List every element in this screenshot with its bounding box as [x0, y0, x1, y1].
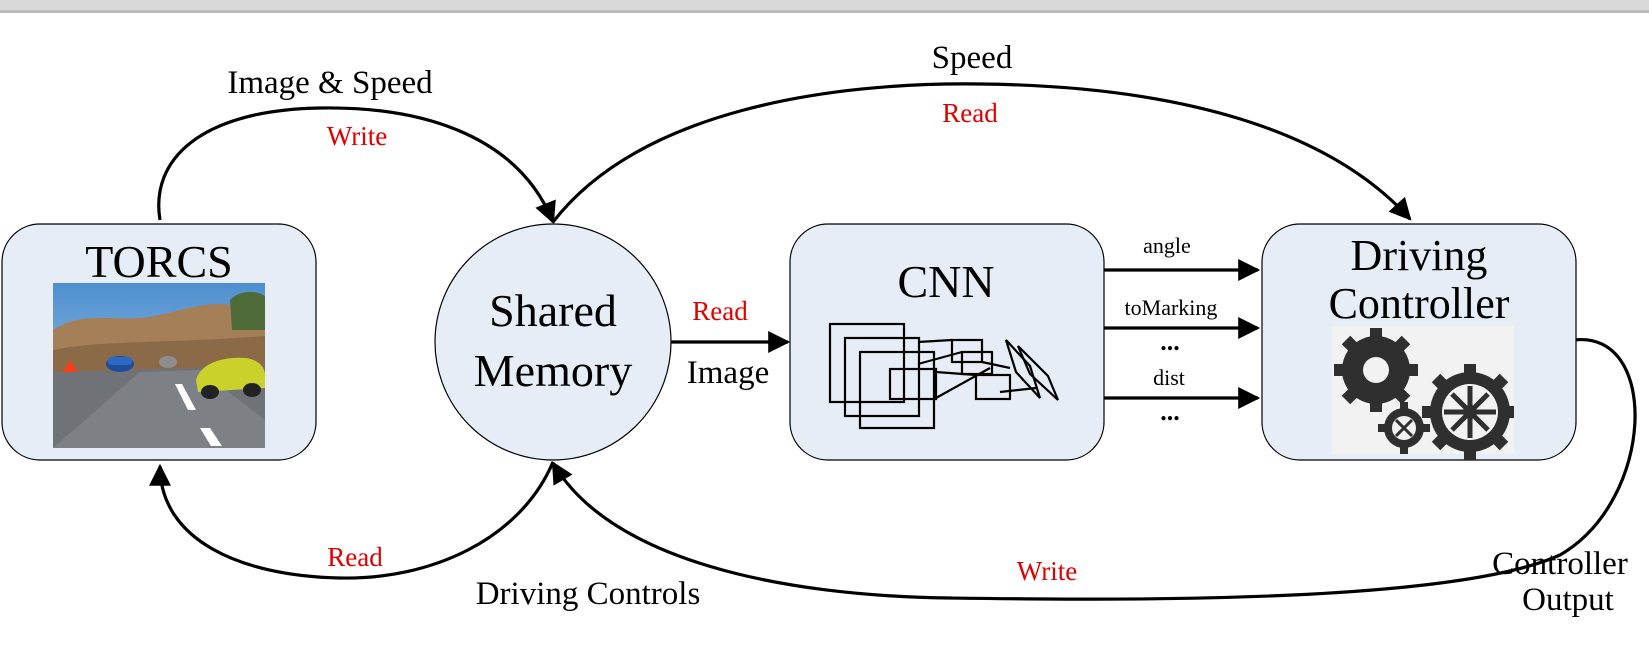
action-write-top: Write [327, 121, 387, 151]
label-angle: angle [1143, 233, 1191, 258]
top-bar-shadow [0, 10, 1649, 13]
shared-memory-circle [434, 223, 672, 461]
shared-memory-title-line1: Shared [489, 285, 617, 336]
driving-controller-title-line1: Driving [1351, 231, 1488, 280]
node-shared-memory: Shared Memory [434, 223, 672, 461]
action-read-image: Read [692, 296, 748, 326]
shared-memory-title-line2: Memory [474, 345, 632, 396]
action-write-output: Write [1017, 556, 1077, 586]
label-dist: dist [1153, 365, 1185, 390]
action-read-controls: Read [327, 542, 383, 572]
edge-controller-to-memory [551, 338, 1637, 601]
node-cnn: CNN [789, 223, 1105, 461]
cnn-layers-sketch-icon [828, 322, 1060, 430]
label-tomarking: toMarking [1125, 295, 1218, 320]
label-driving-controls: Driving Controls [476, 576, 701, 612]
node-torcs: TORCS [1, 223, 317, 461]
label-speed: Speed [932, 40, 1013, 76]
label-image-speed: Image & Speed [227, 65, 433, 101]
top-bar [0, 0, 1649, 10]
racing-game-screenshot-icon [53, 283, 265, 448]
gears-sketch-icon [1332, 326, 1514, 460]
torcs-title: TORCS [85, 236, 232, 287]
driving-controller-title-line2: Controller [1329, 279, 1510, 328]
cnn-title: CNN [897, 256, 994, 307]
edge-torcs-to-memory [157, 106, 556, 225]
label-controller-output-line1: Controller [1492, 546, 1628, 582]
label-controller-output-line2: Output [1522, 582, 1614, 618]
label-ellipsis-2: ... [1160, 397, 1180, 426]
node-driving-controller: Driving Controller [1261, 223, 1577, 461]
edge-memory-to-controller-speed [551, 82, 1412, 223]
label-ellipsis-1: ... [1160, 327, 1180, 356]
label-image: Image [687, 355, 769, 391]
edge-memory-to-torcs [149, 461, 555, 580]
action-read-speed: Read [942, 98, 998, 128]
